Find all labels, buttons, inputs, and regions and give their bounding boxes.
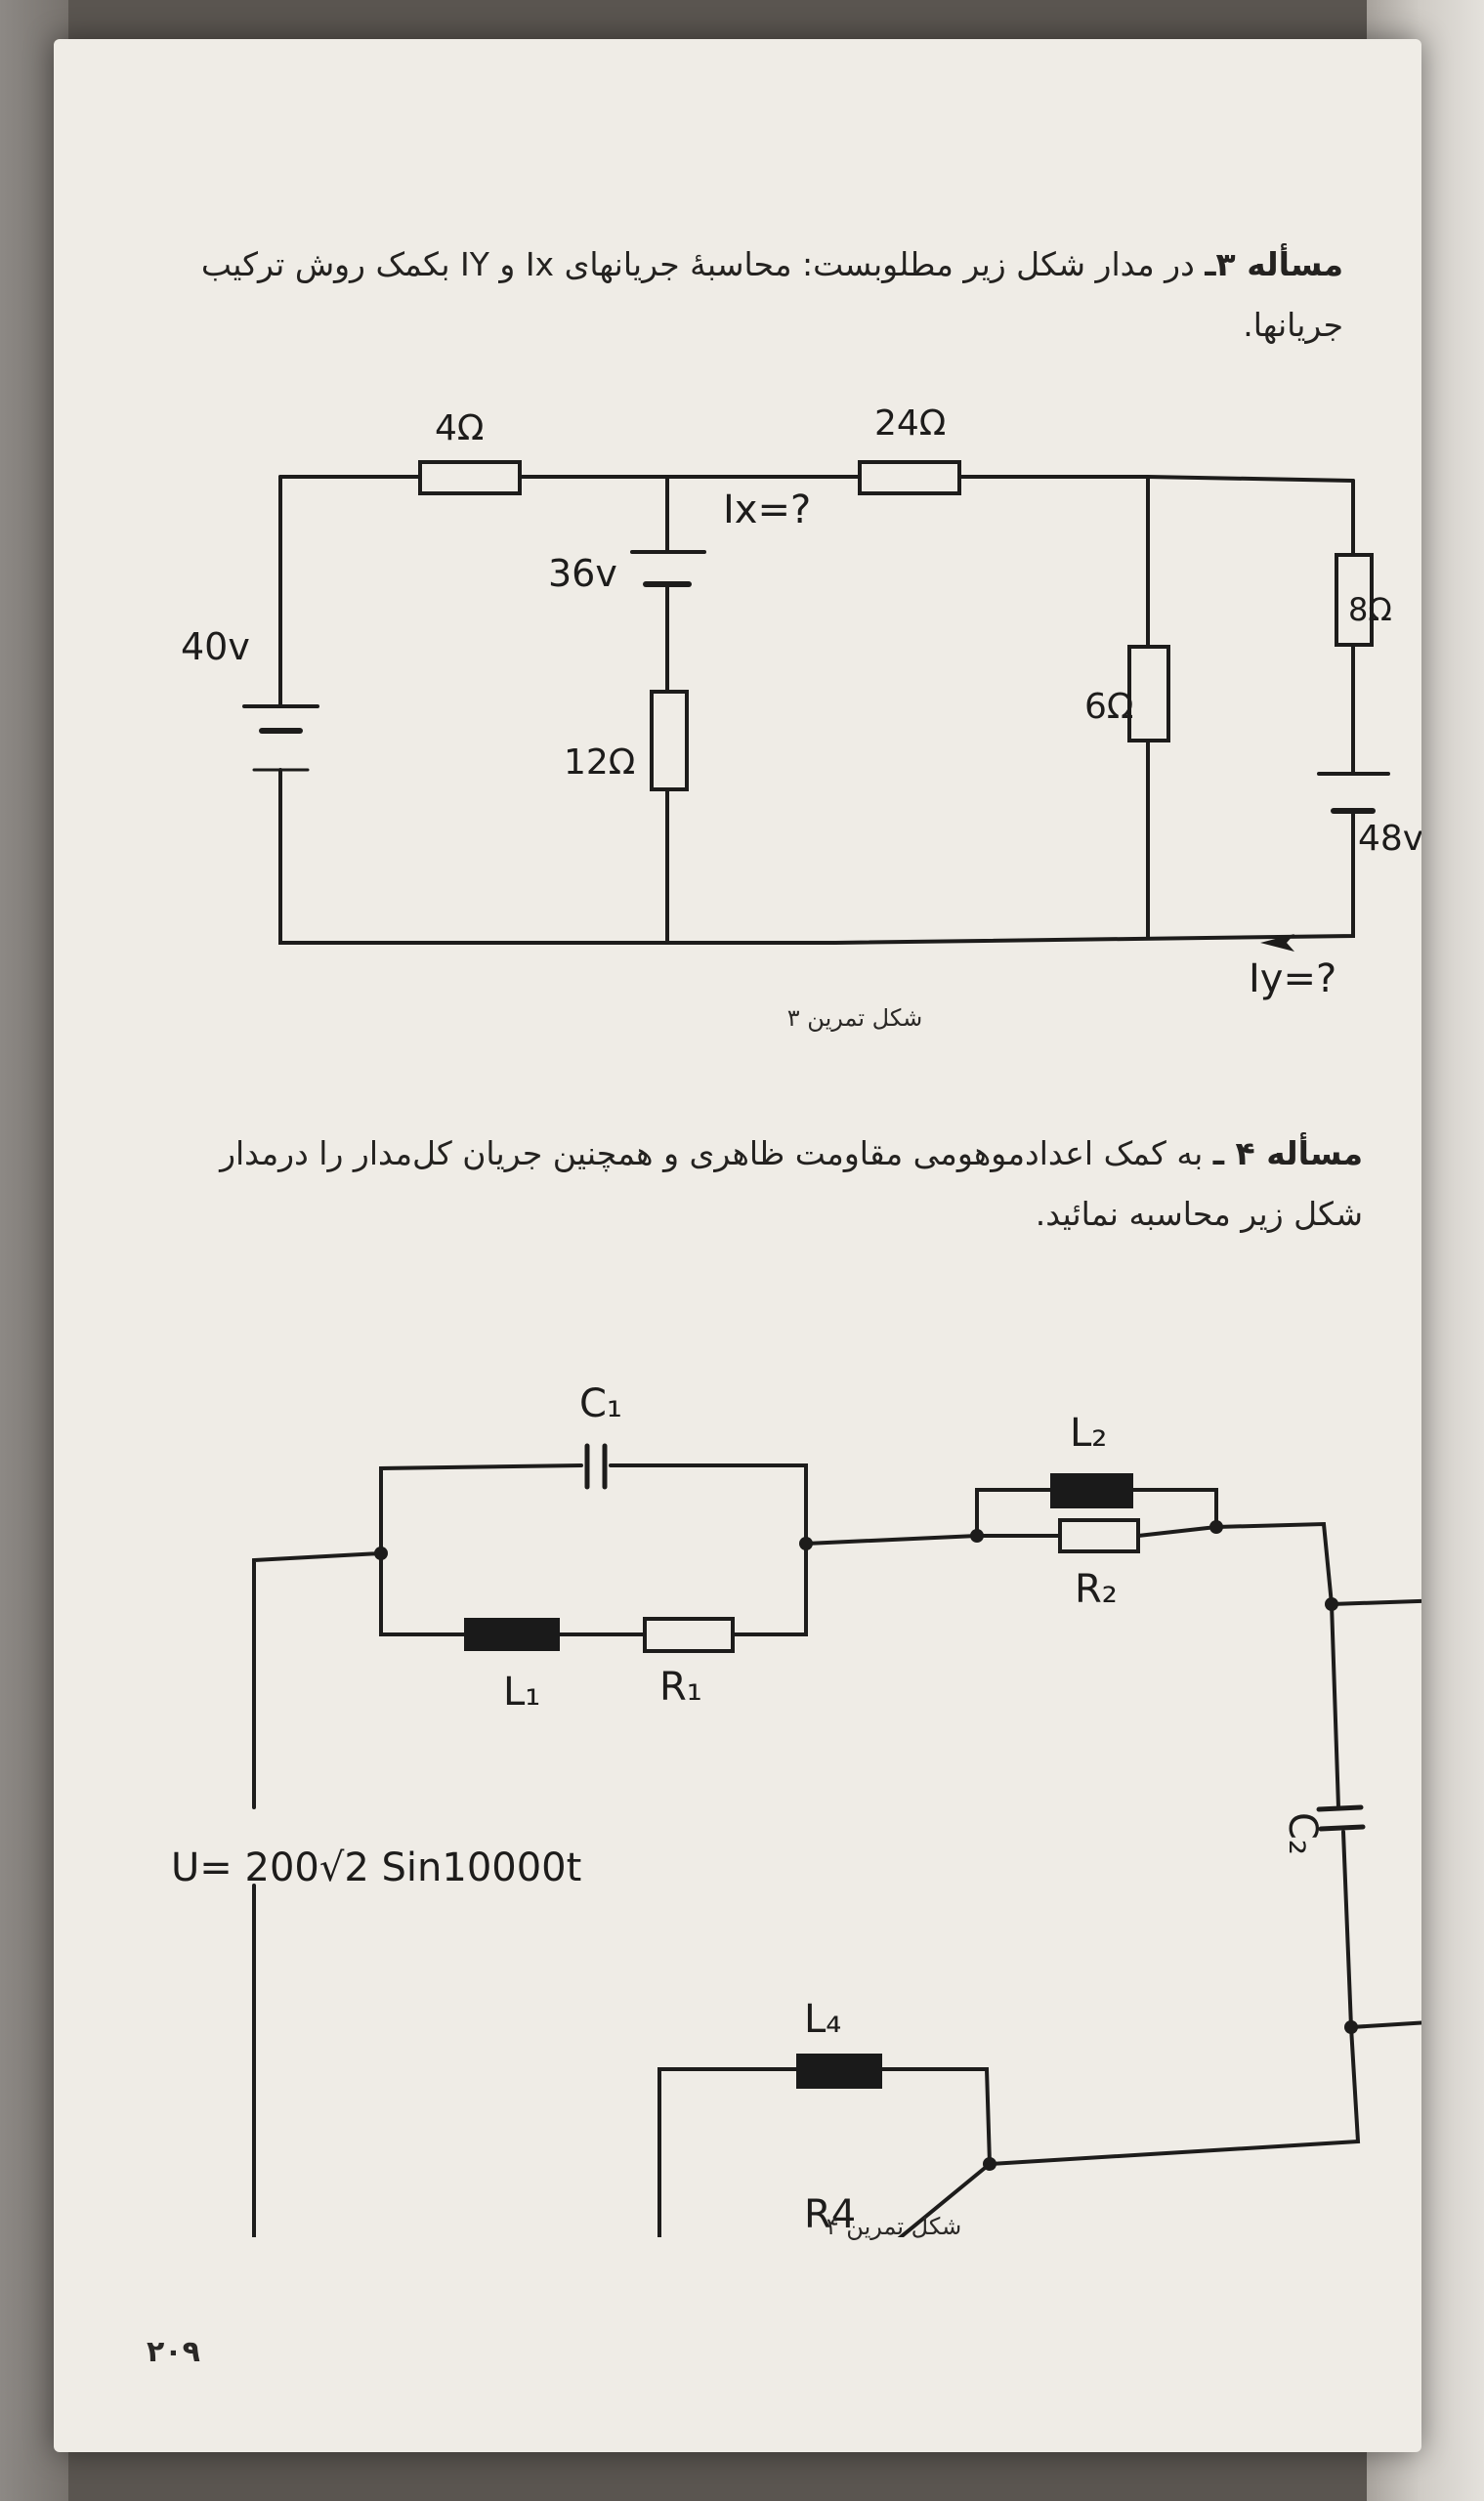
label-ix: Ix=?	[723, 487, 811, 532]
book-page: مسأله ۳ـ در مدار شکل زیر مطلوبست: محاسبه…	[54, 39, 1421, 2452]
label-48v: 48v	[1358, 819, 1421, 859]
problem-4-text: مسأله ۴ ـ به کمک اعدادموهومی مقاومت ظاهر…	[220, 1123, 1363, 1245]
label-36v: 36v	[548, 552, 617, 595]
resistor-r1	[643, 1617, 735, 1653]
inductor-l4-icon	[796, 2054, 882, 2089]
label-l4: L₄	[804, 1997, 841, 2042]
label-r4: R4	[804, 2192, 856, 2237]
label-c1: C₁	[579, 1381, 622, 1426]
resistor-r2	[1058, 1518, 1140, 1553]
label-40v: 40v	[181, 625, 250, 668]
label-8-ohm: 8Ω	[1348, 591, 1392, 628]
label-12-ohm: 12Ω	[564, 742, 635, 783]
resistor-12-ohm	[650, 690, 689, 791]
problem-4-number: مسأله ۴ ـ	[1212, 1134, 1363, 1172]
label-iy: Iy=?	[1249, 956, 1336, 1001]
circuit-3-diagram: 4Ω 24Ω 8Ω 6Ω 12Ω 40v 36v 48v Ix=? Iy=?	[181, 403, 1421, 1001]
label-6-ohm: 6Ω	[1084, 687, 1133, 727]
capacitor-c2-plate-a	[1316, 1804, 1364, 1812]
iy-arrow-icon	[1260, 934, 1294, 952]
label-l2: L₂	[1070, 1411, 1107, 1456]
label-r1: R₁	[659, 1665, 702, 1710]
label-source: U= 200√2 Sin10000t	[171, 1845, 581, 1890]
label-l1: L₁	[503, 1670, 540, 1715]
label-c2: C₂	[1280, 1812, 1325, 1855]
circuit-4-diagram: C₁ L₁ R₁ L₂ R₂ C₂ L₄ R4 U= 200√2 Sin1000…	[171, 1381, 1421, 2237]
inductor-l1-icon	[464, 1618, 560, 1651]
inductor-l2-icon	[1050, 1473, 1133, 1508]
problem-3-body: در مدار شکل زیر مطلوبست: محاسبهٔ جریانها…	[200, 245, 1343, 344]
label-r2: R₂	[1075, 1567, 1118, 1612]
problem-4-body: به کمک اعدادموهومی مقاومت ظاهری و همچنین…	[220, 1134, 1363, 1233]
figure-3-caption: شکل تمرین ۳	[786, 1004, 923, 1032]
label-24-ohm: 24Ω	[874, 403, 946, 444]
page-number: ۲۰۹	[147, 2335, 200, 2369]
problem-3-number: مسأله ۳ـ	[1205, 245, 1343, 283]
figure-4-caption: شکل تمرین ۴	[826, 2213, 962, 2240]
problem-3-text: مسأله ۳ـ در مدار شکل زیر مطلوبست: محاسبه…	[191, 234, 1343, 356]
label-4-ohm: 4Ω	[435, 408, 484, 448]
resistor-8-ohm	[1335, 553, 1374, 647]
resistor-24-ohm	[858, 460, 961, 495]
resistor-6-ohm	[1127, 645, 1170, 742]
resistor-4-ohm	[418, 460, 522, 495]
capacitor-c2-plate-b	[1318, 1824, 1366, 1832]
